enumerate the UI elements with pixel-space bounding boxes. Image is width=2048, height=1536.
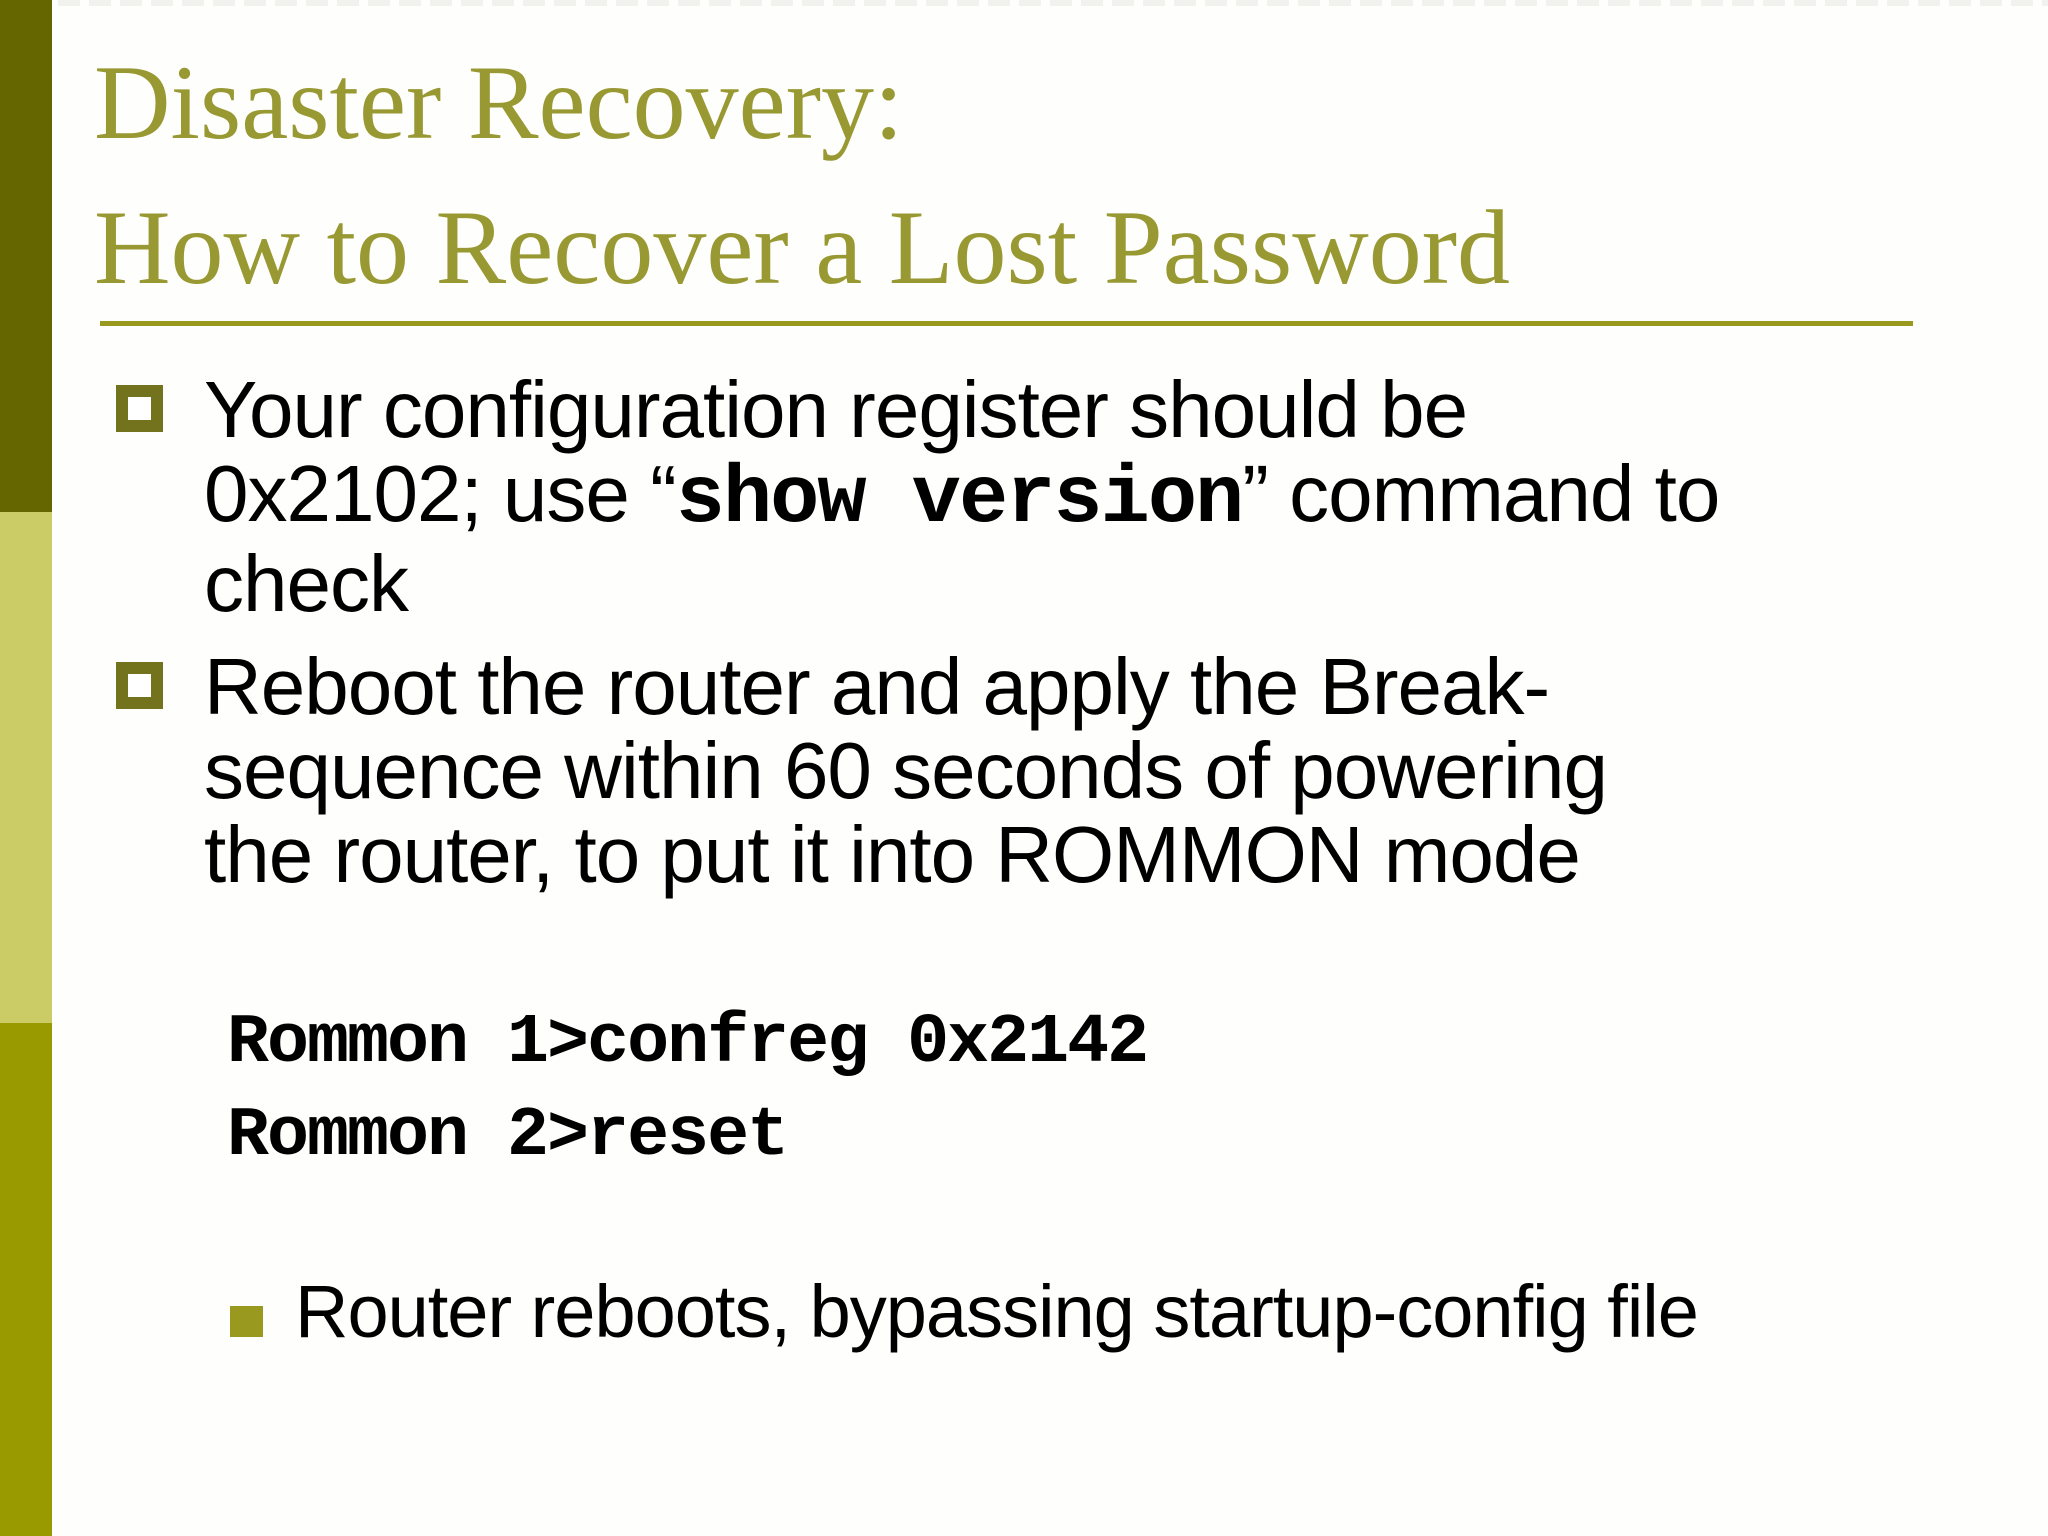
left-accent-bar bbox=[0, 0, 52, 1536]
bullet-1-line-2-pre: 0x2102; use “ bbox=[204, 449, 677, 538]
bullet-1-line-3: check bbox=[204, 539, 409, 628]
top-pattern-row bbox=[58, 0, 2048, 6]
sub-bullet-square-icon bbox=[230, 1306, 263, 1337]
accent-segment-mid bbox=[0, 1023, 52, 1536]
top-decorative-pattern bbox=[58, 0, 2048, 16]
top-pattern-row bbox=[58, 9, 2048, 14]
bullet-square-icon bbox=[116, 385, 163, 432]
inline-command-show-version: show version bbox=[675, 453, 1244, 546]
console-line-1: Rommon 1>confreg 0x2142 bbox=[227, 1004, 1149, 1083]
bullet-2-line-2: sequence within 60 seconds of powering bbox=[204, 726, 1608, 815]
bullet-2-line-1: Reboot the router and apply the Break- bbox=[204, 642, 1550, 731]
slide-title: Disaster Recovery: How to Recover a Lost… bbox=[94, 30, 1510, 320]
accent-segment-dark bbox=[0, 0, 52, 512]
bullet-2: Reboot the router and apply the Break- s… bbox=[204, 642, 1608, 899]
bullet-1-line-2: 0x2102; use “show version” command to bbox=[204, 449, 1720, 542]
bullet-1: Your configuration register should be 0x… bbox=[204, 365, 1720, 628]
console-line-2: Rommon 2>reset bbox=[227, 1097, 789, 1176]
sub-bullet: Router reboots, bypassing startup-config… bbox=[295, 1270, 1699, 1353]
console-commands: Rommon 1>confreg 0x2142 Rommon 2>reset bbox=[227, 997, 1149, 1183]
title-underline bbox=[100, 321, 1913, 326]
bullet-2-line-3: the router, to put it into ROMMON mode bbox=[204, 810, 1581, 899]
accent-segment-light bbox=[0, 512, 52, 1023]
bullet-square-icon bbox=[116, 662, 163, 709]
bullet-1-line-1: Your configuration register should be bbox=[204, 365, 1468, 454]
title-line-2: How to Recover a Lost Password bbox=[94, 189, 1511, 306]
title-line-1: Disaster Recovery: bbox=[94, 44, 904, 161]
bullet-1-line-2-post: ” command to bbox=[1242, 449, 1720, 538]
